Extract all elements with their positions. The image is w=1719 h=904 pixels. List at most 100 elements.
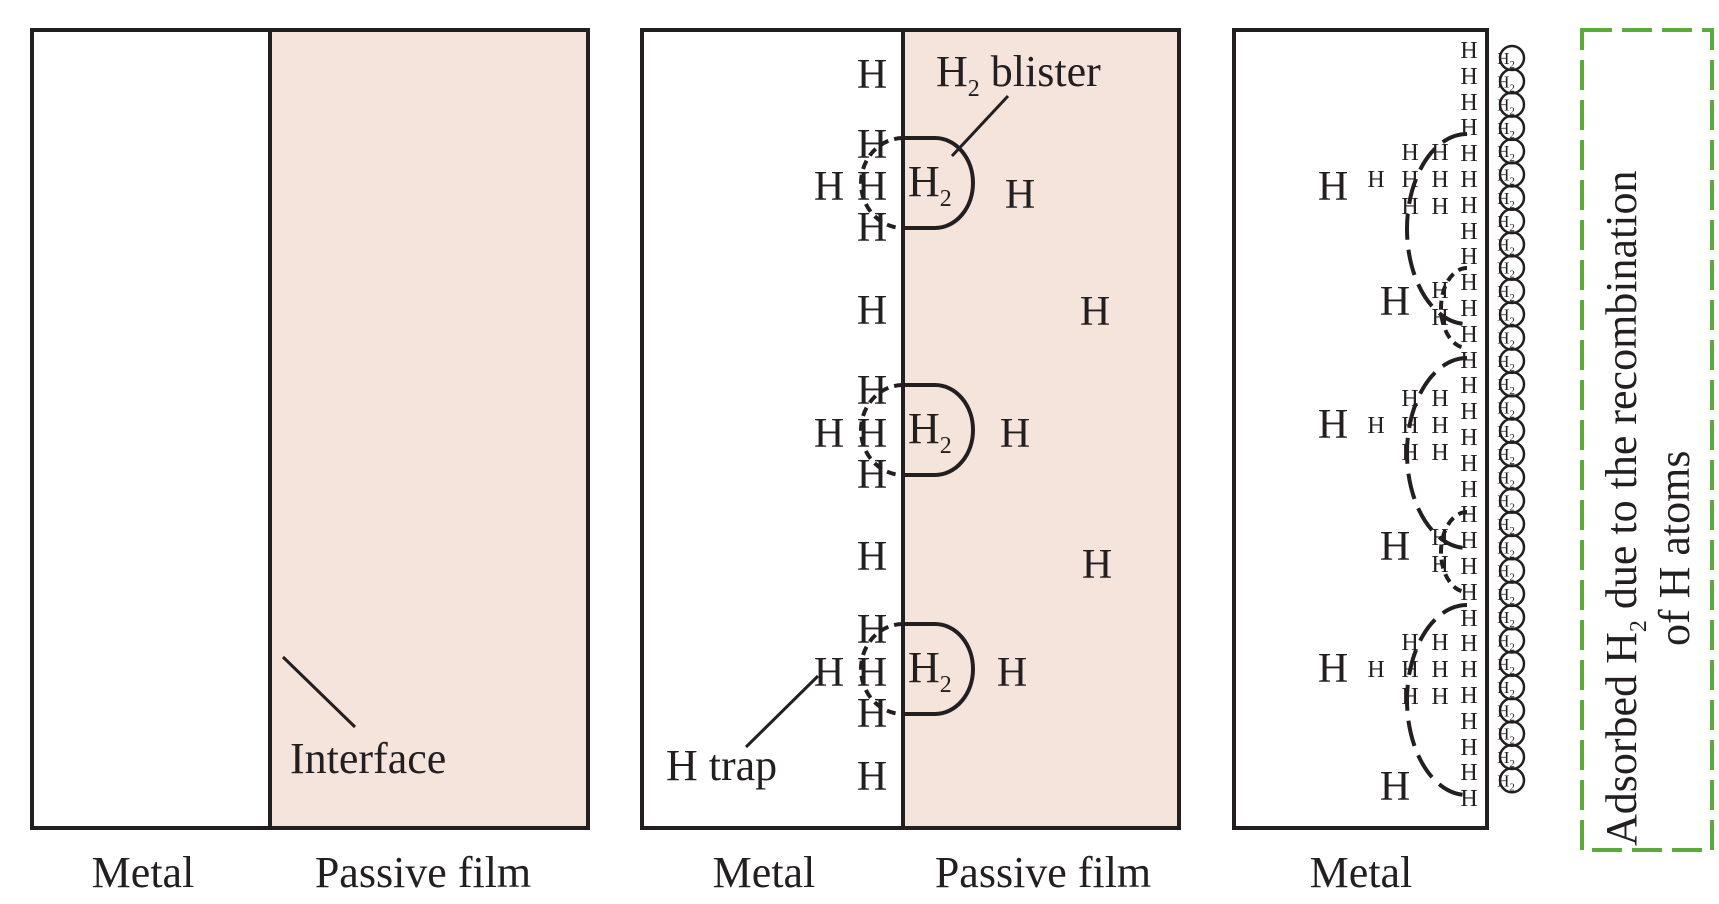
panel2-frame [640, 28, 1181, 830]
h2-molecule: H2 [908, 404, 952, 459]
h2-bubble-label: H2 [1497, 49, 1515, 71]
trapped-h-atom: H [1401, 440, 1418, 466]
adsorbed-h-atom: H [1460, 683, 1477, 709]
h-atom: H [857, 164, 887, 210]
trapped-h-atom: H [1401, 167, 1418, 193]
h-atom: H [814, 650, 844, 696]
trapped-h-atom: H [1431, 440, 1448, 466]
h-atom: H [1005, 172, 1035, 218]
h-atom: H [857, 650, 887, 696]
h2-bubble-label: H2 [1497, 585, 1515, 607]
panel3-metal-label: Metal [1310, 848, 1413, 897]
trapped-h-atom: H [1431, 525, 1448, 551]
trapped-h-atom: H [1431, 194, 1448, 220]
adsorbed-h-atom: H [1460, 270, 1477, 296]
h2-bubble-label: H2 [1497, 96, 1515, 118]
h2-bubble-label: H2 [1497, 282, 1515, 304]
h2-molecule: H2 [908, 157, 952, 212]
trapped-h-atom: H [1431, 657, 1448, 683]
h-atom: H [997, 650, 1027, 696]
h-atom: H [857, 452, 887, 498]
h2-bubble-label: H2 [1497, 119, 1515, 141]
blister-pointer [950, 94, 1010, 158]
h2-bubble-label: H2 [1497, 305, 1515, 327]
h-atom: H [857, 691, 887, 737]
h2-bubble-label: H2 [1497, 655, 1515, 677]
adsorbed-h-atom: H [1460, 399, 1477, 425]
h2-bubble-label: H2 [1497, 166, 1515, 188]
trapped-h-atom: H [1431, 386, 1448, 412]
side-note-line2: of H atoms [1650, 450, 1699, 646]
trap-label: H trap [666, 741, 777, 790]
h2-blister [903, 136, 975, 230]
trapped-h-atom: H [1401, 630, 1418, 656]
trapped-h-atom: H [1431, 552, 1448, 578]
panel-3: H H H H H H HHHHHHHHHHHHHHHHHHHHHHHHHHHH… [1232, 28, 1526, 897]
trapped-h-atom: H [1431, 413, 1448, 439]
h-trap-arc [859, 383, 904, 477]
side-note: Adsorbed H2 due to the recombination of … [1580, 28, 1714, 852]
adsorbed-h-atom: H [1460, 244, 1477, 270]
trapped-h-atom: H [1401, 140, 1418, 166]
h-atom: H [1380, 764, 1410, 810]
trapped-h-atom: H [1431, 140, 1448, 166]
h-atom: H [857, 534, 887, 580]
interface-pointer [281, 655, 357, 729]
h-atom: H [857, 52, 887, 98]
adsorbed-h-atom: H [1460, 115, 1477, 141]
h-atom: H [857, 122, 887, 168]
h2-bubble-label: H2 [1497, 352, 1515, 374]
trapped-h-atom: H [1401, 194, 1418, 220]
h2-bubble-label: H2 [1497, 562, 1515, 584]
h2-bubble-label: H2 [1497, 189, 1515, 211]
panel1-metal-label: Metal [92, 848, 195, 897]
trap-pointer [744, 674, 820, 749]
h-atom: H [1318, 164, 1348, 210]
h2-bubble-label: H2 [1497, 375, 1515, 397]
trapped-h-atom: H [1431, 305, 1448, 331]
h2-bubble-label: H2 [1497, 725, 1515, 747]
h-trap-arc [1405, 356, 1468, 550]
blister-label: H2 blister [936, 47, 1101, 102]
panel3-frame [1232, 28, 1489, 830]
h-atom: H [857, 607, 887, 653]
adsorbed-h-atom: H [1460, 64, 1477, 90]
h2-bubble-label: H2 [1497, 329, 1515, 351]
h-atom: H [1380, 524, 1410, 570]
h-atom: H [857, 205, 887, 251]
trapped-h-atom: H [1431, 278, 1448, 304]
h-atom: H [857, 368, 887, 414]
panel-2: H2 H2 H2 H H H H H H H H H H H H H H H H… [640, 28, 1181, 897]
adsorbed-h-atom: H [1460, 786, 1477, 812]
adsorbed-h-atom: H [1460, 477, 1477, 503]
adsorbed-h-atom: H [1460, 373, 1477, 399]
adsorbed-h-atom: H [1460, 657, 1477, 683]
side-note-line1: Adsorbed H2 due to the recombination [1597, 170, 1652, 846]
trapped-h-atom: H [1401, 684, 1418, 710]
panel-1: Interface Metal Passive film [30, 28, 590, 897]
h-atom: H [857, 288, 887, 334]
trapped-h-atom: H [1367, 657, 1384, 683]
h2-bubble-label: H2 [1497, 701, 1515, 723]
panel1-film-label: Passive film [315, 848, 531, 897]
h2-bubble-label: H2 [1497, 515, 1515, 537]
h2-bubble-label: H2 [1497, 142, 1515, 164]
adsorbed-h-atom: H [1460, 296, 1477, 322]
h-atom: H [857, 754, 887, 800]
adsorbed-h2-column: H2H2H2H2H2H2H2H2H2H2H2H2H2H2H2H2H2H2H2H2… [1497, 44, 1526, 794]
adsorbed-h-atom: H [1460, 760, 1477, 786]
h2-bubble-label: H2 [1497, 422, 1515, 444]
h2-bubble-label: H2 [1497, 608, 1515, 630]
side-note-box [1580, 28, 1714, 852]
h2-bubble-label: H2 [1497, 748, 1515, 770]
h2-bubble-label: H2 [1497, 235, 1515, 257]
interface-label: Interface [290, 734, 446, 783]
trapped-h-atom: H [1401, 386, 1418, 412]
h2-bubble-label: H2 [1497, 771, 1515, 793]
h-trap-arc [1439, 510, 1468, 594]
panel1-frame [30, 28, 590, 830]
trapped-h-atom: H [1431, 167, 1448, 193]
